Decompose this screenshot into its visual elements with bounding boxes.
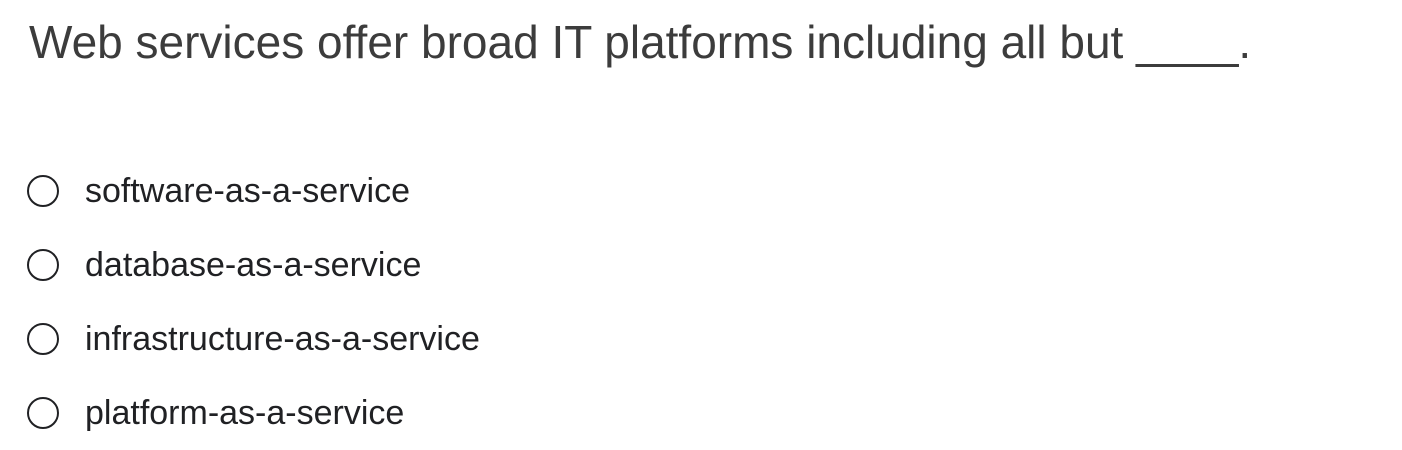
answer-options: software-as-a-service database-as-a-serv… [27, 154, 480, 450]
option-software-as-a-service[interactable]: software-as-a-service [27, 154, 480, 228]
option-infrastructure-as-a-service[interactable]: infrastructure-as-a-service [27, 302, 480, 376]
option-database-as-a-service[interactable]: database-as-a-service [27, 228, 480, 302]
option-label: infrastructure-as-a-service [85, 320, 480, 358]
radio-button[interactable] [27, 397, 59, 429]
radio-button[interactable] [27, 249, 59, 281]
radio-button[interactable] [27, 323, 59, 355]
option-label: software-as-a-service [85, 172, 410, 210]
option-label: platform-as-a-service [85, 394, 405, 432]
option-platform-as-a-service[interactable]: platform-as-a-service [27, 376, 480, 450]
option-label: database-as-a-service [85, 246, 422, 284]
question-text: Web services offer broad IT platforms in… [29, 16, 1252, 68]
radio-button[interactable] [27, 175, 59, 207]
